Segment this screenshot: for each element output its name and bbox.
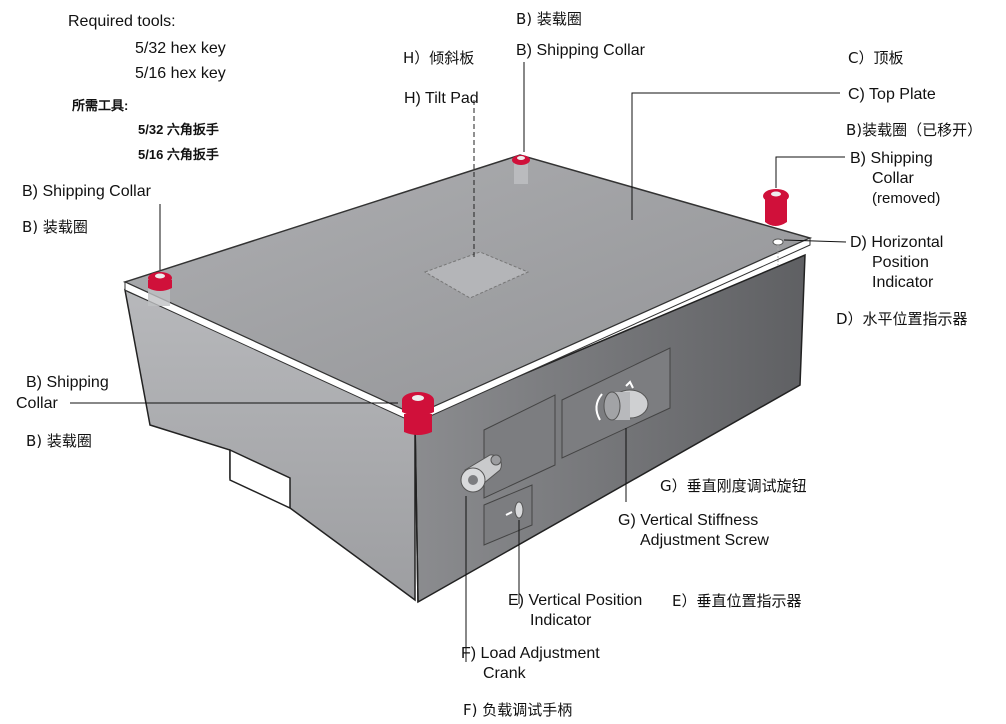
- label-shipping-collar-left: B) Shipping Collar: [22, 183, 151, 200]
- label-stiffness-screw: G) Vertical Stiffness: [618, 512, 759, 529]
- collar-removed: [763, 189, 789, 226]
- collar-top: [512, 155, 530, 184]
- label-shipping-collar-top-zh: B) 装载圈: [516, 10, 582, 28]
- collar-left: [148, 272, 172, 306]
- label-top-plate-zh: C）顶板: [848, 49, 904, 67]
- label-stiffness-screw-zh: G）垂直刚度调试旋钮: [660, 477, 807, 495]
- tool-item-zh: 5/16 六角扳手: [138, 147, 219, 162]
- label-tilt-pad-zh: H）倾斜板: [403, 49, 475, 67]
- tools-heading: Required tools:: [68, 13, 176, 30]
- tilt-pad: [423, 251, 530, 299]
- label-removed-collar-line2: Collar: [872, 170, 914, 187]
- label-vertical-indicator: E) Vertical Position: [508, 592, 643, 609]
- label-horizontal-indicator-zh: D）水平位置指示器: [836, 310, 968, 328]
- label-vertical-indicator-zh: E）垂直位置指示器: [672, 592, 802, 610]
- label-stiffness-screw-line2: Adjustment Screw: [640, 532, 769, 549]
- tool-item-zh: 5/32 六角扳手: [138, 122, 219, 137]
- label-load-crank-line2: Crank: [483, 665, 526, 682]
- label-removed-collar-line3: (removed): [872, 190, 941, 207]
- label-shipping-collar-front: B) Shipping: [26, 374, 109, 391]
- label-shipping-collar-front-zh: B) 装载圈: [26, 432, 92, 450]
- label-horizontal-indicator-line2: Position: [872, 254, 929, 271]
- box-notch: [229, 448, 291, 510]
- label-horizontal-indicator: D) Horizontal: [850, 234, 944, 251]
- label-horizontal-indicator-line3: Indicator: [872, 274, 934, 291]
- tool-item: 5/32 hex key: [135, 40, 226, 57]
- label-vertical-indicator-line2: Indicator: [530, 612, 592, 629]
- label-load-crank-zh: F) 负载调试手柄: [463, 701, 573, 719]
- label-tilt-pad: H) Tilt Pad: [404, 90, 479, 107]
- label-removed-collar: B) Shipping: [850, 150, 933, 167]
- label-load-crank: F) Load Adjustment: [461, 645, 600, 662]
- label-removed-collar-zh: B)装载圈（已移开）: [846, 121, 983, 139]
- label-shipping-collar-front-line2: Collar: [16, 395, 58, 412]
- label-top-plate: C) Top Plate: [848, 86, 936, 103]
- label-shipping-collar-top: B) Shipping Collar: [516, 42, 645, 59]
- tool-item: 5/16 hex key: [135, 65, 226, 82]
- label-shipping-collar-left-zh: B) 装载圈: [22, 218, 88, 236]
- tools-heading-zh: 所需工具:: [72, 98, 129, 113]
- collar-front: [402, 392, 434, 435]
